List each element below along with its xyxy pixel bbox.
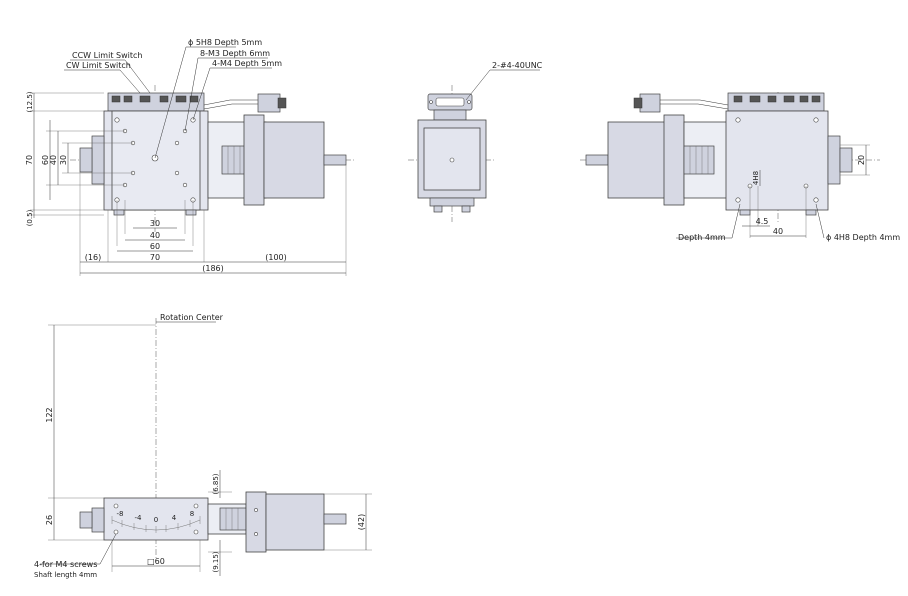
dim-w-70: 70 bbox=[150, 253, 160, 262]
front-view: (12.5) 70 60 40 30 (0.5) 30 40 60 70 (16… bbox=[25, 38, 355, 276]
motor-shaft bbox=[323, 154, 347, 166]
cw-limit-label: CW Limit Switch bbox=[66, 61, 131, 70]
motor-flange bbox=[243, 114, 265, 206]
dim-h-40: 40 bbox=[49, 155, 58, 165]
dim-w-60: 60 bbox=[150, 242, 160, 251]
dim-top-12-5: (12.5) bbox=[26, 91, 34, 112]
scale-label-0: -8 bbox=[117, 510, 124, 518]
dim-back-40: 40 bbox=[773, 227, 783, 236]
dim-h-60: 60 bbox=[41, 155, 50, 165]
screws-label-line1: 4-for M4 screws bbox=[34, 560, 97, 569]
hole-5h8-label: ϕ 5H8 Depth 5mm bbox=[188, 38, 262, 47]
side-motor-body bbox=[265, 493, 325, 551]
dim-side-6-85: (6.85) bbox=[212, 473, 220, 494]
dim-side-42: (42) bbox=[357, 514, 366, 530]
dim-back-4-5: 4.5 bbox=[756, 217, 769, 226]
dim-w-30: 30 bbox=[150, 219, 160, 228]
dim-back-h-20: 20 bbox=[857, 155, 866, 165]
m4-holes-label: 4-M4 Depth 5mm bbox=[212, 59, 282, 68]
scale-label-2: 0 bbox=[154, 516, 158, 524]
h8-label: ϕ 4H8 Depth 4mm bbox=[826, 233, 900, 242]
scale-label-4: 8 bbox=[190, 510, 194, 518]
dim-w-40: 40 bbox=[150, 231, 160, 240]
m3-holes-label: 8-M3 Depth 6mm bbox=[200, 49, 270, 58]
side-view: Rotation Center 122 26 -8 -4 0 4 8 bbox=[34, 313, 372, 579]
end-view: 2-#4-40UNC bbox=[408, 61, 543, 222]
dim-side-9-15: (9.15) bbox=[212, 551, 220, 572]
back-stage-body bbox=[725, 110, 829, 211]
dim-side-sq60: □60 bbox=[147, 557, 165, 566]
dim-back-4h8: 4H8 bbox=[752, 171, 760, 185]
dim-w-100: (100) bbox=[265, 253, 287, 262]
scale-label-3: 4 bbox=[172, 514, 177, 522]
dim-w-186: (186) bbox=[202, 264, 224, 273]
screws-label-line2: Shaft length 4mm bbox=[34, 571, 97, 579]
dim-h-70: 70 bbox=[25, 155, 34, 165]
ccw-limit-label: CCW Limit Switch bbox=[72, 51, 142, 60]
back-view: 20 4H8 4.5 40 Depth 4mm ϕ 4H8 Depth 4mm bbox=[580, 92, 900, 242]
dim-bot-0-5: (0.5) bbox=[26, 209, 34, 226]
depth4-label: Depth 4mm bbox=[678, 233, 726, 242]
dim-w-16: (16) bbox=[85, 253, 101, 262]
limit-switch-block bbox=[107, 92, 205, 112]
motor-body bbox=[263, 121, 325, 199]
unc-label: 2-#4-40UNC bbox=[492, 61, 543, 70]
back-motor-body bbox=[607, 121, 669, 199]
connector-plug bbox=[257, 93, 281, 113]
dim-side-122: 122 bbox=[45, 407, 54, 422]
scale-label-1: -4 bbox=[135, 514, 143, 522]
dim-h-30: 30 bbox=[59, 155, 68, 165]
dim-side-26: 26 bbox=[45, 515, 54, 525]
goniometer-scale bbox=[111, 516, 201, 533]
rotation-center-label: Rotation Center bbox=[160, 313, 224, 322]
